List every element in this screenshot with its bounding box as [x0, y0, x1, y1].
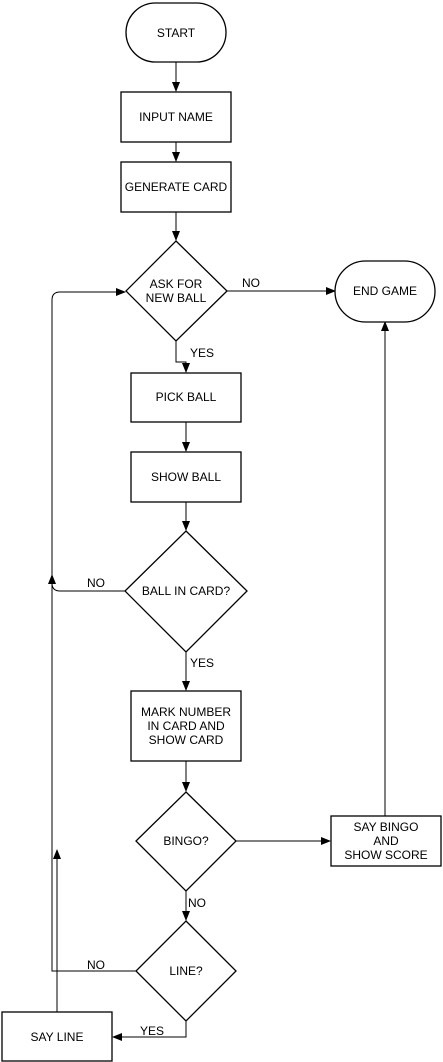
label-ball-yes: YES — [190, 656, 214, 670]
edge-ask-to-pick — [175, 341, 190, 373]
process-shape — [330, 815, 442, 867]
node-text-line: PICK BALL — [156, 390, 217, 404]
node-text-line: LINE? — [169, 964, 203, 978]
node-start: START — [125, 2, 227, 63]
node-text: GENERATE CARD — [125, 180, 228, 194]
node-text-line: GENERATE CARD — [125, 180, 228, 194]
decision-shape — [135, 920, 237, 1022]
node-text-line: START — [157, 26, 196, 40]
process-shape — [1, 1011, 113, 1062]
node-text-line: SAY BINGO — [354, 820, 419, 834]
process-shape — [130, 451, 242, 503]
decision-shape — [124, 530, 248, 653]
process-shape — [130, 372, 242, 423]
label-bingo-no: NO — [188, 896, 206, 910]
process-shape — [130, 690, 242, 762]
node-end-game: END GAME — [334, 260, 436, 323]
node-text-line: NEW BALL — [146, 291, 207, 305]
node-ball-in-card: BALL IN CARD? — [124, 530, 248, 653]
node-text-line: BALL IN CARD? — [142, 584, 231, 598]
node-pick-ball: PICK BALL — [130, 372, 242, 423]
node-text-line: BINGO? — [163, 834, 209, 848]
node-bingo: BINGO? — [135, 791, 237, 892]
terminator-shape — [334, 260, 436, 323]
label-ask-no: NO — [242, 276, 260, 290]
node-text: PICK BALL — [156, 390, 217, 404]
node-text: SHOW BALL — [151, 470, 221, 484]
node-text: SAY LINE — [31, 1030, 84, 1044]
node-text: START — [157, 26, 196, 40]
label-line-yes: YES — [140, 1024, 164, 1038]
node-text-line: ASK FOR — [150, 277, 203, 291]
node-text-line: SAY LINE — [31, 1030, 84, 1044]
node-text-line: AND — [373, 834, 399, 848]
node-text-line: SHOW SCORE — [344, 848, 427, 862]
edge-line-no-up — [48, 574, 136, 972]
node-text-line: SHOW CARD — [149, 733, 224, 747]
edges — [48, 62, 389, 1041]
node-line: LINE? — [135, 920, 237, 1022]
decision-shape — [125, 240, 228, 342]
node-text: LINE? — [169, 964, 203, 978]
edge-labels: NO YES NO YES NO NO YES — [87, 276, 260, 1038]
decision-shape — [135, 791, 237, 892]
node-text-line: INPUT NAME — [139, 110, 213, 124]
label-ball-no: NO — [87, 576, 105, 590]
node-show-ball: SHOW BALL — [130, 451, 242, 503]
node-text-line: MARK NUMBER — [141, 705, 231, 719]
node-input-name: INPUT NAME — [120, 91, 232, 143]
label-line-no: NO — [87, 958, 105, 972]
node-text: END GAME — [353, 284, 417, 298]
edge-ballin-no-loop — [51, 288, 126, 592]
node-text: BINGO? — [163, 834, 209, 848]
node-text-line: END GAME — [353, 284, 417, 298]
label-ask-yes: YES — [190, 346, 214, 360]
process-shape — [120, 161, 232, 213]
node-generate-card: GENERATE CARD — [120, 161, 232, 213]
node-say-line: SAY LINE — [1, 1011, 113, 1062]
process-shape — [120, 91, 232, 143]
terminator-shape — [125, 2, 227, 63]
node-text: BALL IN CARD? — [142, 584, 231, 598]
node-text: INPUT NAME — [139, 110, 213, 124]
edge-line-to-sayline — [112, 1021, 187, 1041]
node-text-line: IN CARD AND — [147, 719, 225, 733]
node-text-line: SHOW BALL — [151, 470, 221, 484]
